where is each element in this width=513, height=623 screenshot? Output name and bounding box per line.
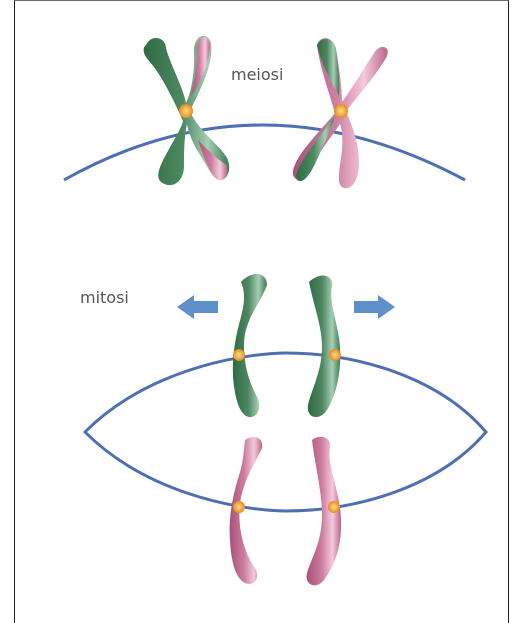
centromere-marker xyxy=(233,501,245,513)
mitosis-upper-right-chromosome xyxy=(308,276,340,418)
centromere-marker xyxy=(233,349,245,361)
arrow-left-icon xyxy=(177,295,218,319)
meiosis-label: meiosi xyxy=(231,65,283,84)
mitosis-upper-left-chromosome xyxy=(233,274,267,417)
centromere-marker xyxy=(329,349,341,361)
mitosis-spindle xyxy=(85,353,486,511)
meiosis-left-chromosome xyxy=(144,36,230,185)
centromere-marker xyxy=(179,104,193,118)
meiosis-right-chromosome xyxy=(293,38,388,188)
centromere-marker xyxy=(334,104,348,118)
centromere-marker xyxy=(328,501,340,513)
mitosis-label: mitosi xyxy=(80,288,129,307)
arrow-right-icon xyxy=(354,295,395,319)
meiosis-spindle xyxy=(64,125,465,180)
